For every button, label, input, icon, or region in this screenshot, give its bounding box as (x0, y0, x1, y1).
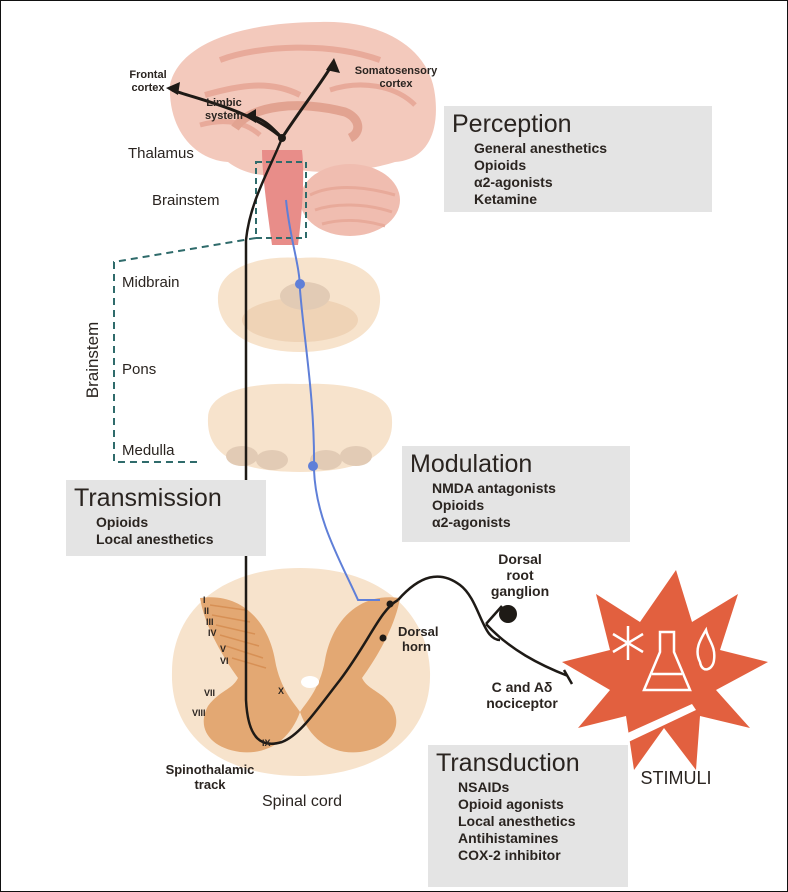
spinothalamic-track-label: Spinothalamic track (166, 762, 255, 792)
brainstem-highlight (262, 150, 303, 245)
lamina-label: II (204, 606, 209, 616)
svg-text:cortex: cortex (131, 82, 165, 94)
medulla-label: Medulla (122, 442, 175, 459)
lamina-label: IX (262, 738, 271, 748)
stimuli-label: STIMULI (640, 768, 711, 788)
svg-text:Dorsal: Dorsal (498, 551, 542, 567)
perception-box: Perception General anesthetics Opioids α… (444, 106, 712, 212)
medulla-section (208, 384, 392, 472)
svg-text:Dorsal: Dorsal (398, 624, 438, 639)
list-item: Local anesthetics (458, 813, 628, 830)
svg-text:C and Aδ: C and Aδ (492, 679, 553, 695)
dorsal-horn-label: Dorsal horn (398, 624, 438, 654)
peripheral-nerve (486, 624, 572, 684)
spinal-cord-label: Spinal cord (262, 793, 342, 810)
transduction-title: Transduction (436, 749, 628, 777)
dorsal-root-ganglion-node (499, 605, 517, 623)
modulation-box: Modulation NMDA antagonists Opioids α2-a… (402, 446, 630, 542)
list-item: Antihistamines (458, 830, 628, 847)
svg-text:track: track (194, 777, 226, 792)
lamina-label: V (220, 644, 226, 654)
stimuli-star (562, 570, 768, 770)
svg-text:Somatosensory: Somatosensory (355, 65, 438, 77)
lamina-label: I (203, 595, 206, 605)
list-item: Opioids (96, 514, 266, 531)
svg-text:nociceptor: nociceptor (486, 695, 558, 711)
list-item: NMDA antagonists (432, 480, 630, 497)
lamina-label: X (278, 686, 284, 696)
spinal-cord-section (172, 568, 430, 776)
svg-text:Frontal: Frontal (129, 69, 166, 81)
brainstem-label: Brainstem (152, 192, 220, 209)
list-item: General anesthetics (474, 140, 712, 157)
lamina-label: VI (220, 656, 229, 666)
lamina-label: VIII (192, 708, 206, 718)
lamina-label: IV (208, 628, 217, 638)
modulation-drug-list: NMDA antagonists Opioids α2-agonists (410, 480, 630, 531)
transmission-title: Transmission (74, 484, 266, 512)
frontal-cortex-label: Frontal cortex (129, 69, 166, 94)
svg-text:Limbic: Limbic (206, 97, 241, 109)
brainstem-vertical-label: Brainstem (83, 322, 102, 399)
list-item: α2-agonists (474, 174, 712, 191)
list-item: Opioid agonists (458, 796, 628, 813)
list-item: COX-2 inhibitor (458, 847, 628, 864)
midbrain-label: Midbrain (122, 274, 180, 291)
svg-text:system: system (205, 110, 243, 122)
svg-text:ganglion: ganglion (491, 583, 549, 599)
list-item: Opioids (474, 157, 712, 174)
svg-text:root: root (506, 567, 534, 583)
central-canal (301, 676, 319, 688)
list-item: α2-agonists (432, 514, 630, 531)
perception-title: Perception (452, 110, 712, 138)
svg-text:cortex: cortex (379, 78, 413, 90)
brain-illustration (170, 22, 436, 245)
lamina-label: III (206, 617, 214, 627)
dorsal-root-ganglion-label: Dorsal root ganglion (491, 551, 549, 599)
nociceptor-label: C and Aδ nociceptor (486, 679, 558, 711)
list-item: Opioids (432, 497, 630, 514)
thalamus-node (278, 134, 286, 142)
list-item: Ketamine (474, 191, 712, 208)
transmission-drug-list: Opioids Local anesthetics (74, 514, 266, 548)
thalamus-label: Thalamus (128, 145, 194, 162)
pons-label: Pons (122, 361, 156, 378)
svg-text:horn: horn (402, 639, 431, 654)
transduction-drug-list: NSAIDs Opioid agonists Local anesthetics… (436, 779, 628, 864)
modulation-title: Modulation (410, 450, 630, 478)
lamina-label: VII (204, 688, 215, 698)
perception-drug-list: General anesthetics Opioids α2-agonists … (452, 140, 712, 208)
list-item: Local anesthetics (96, 531, 266, 548)
svg-text:Spinothalamic: Spinothalamic (166, 762, 255, 777)
transduction-box: Transduction NSAIDs Opioid agonists Loca… (428, 745, 628, 887)
list-item: NSAIDs (458, 779, 628, 796)
limbic-system-label: Limbic system (205, 97, 243, 122)
transmission-box: Transmission Opioids Local anesthetics (66, 480, 266, 556)
